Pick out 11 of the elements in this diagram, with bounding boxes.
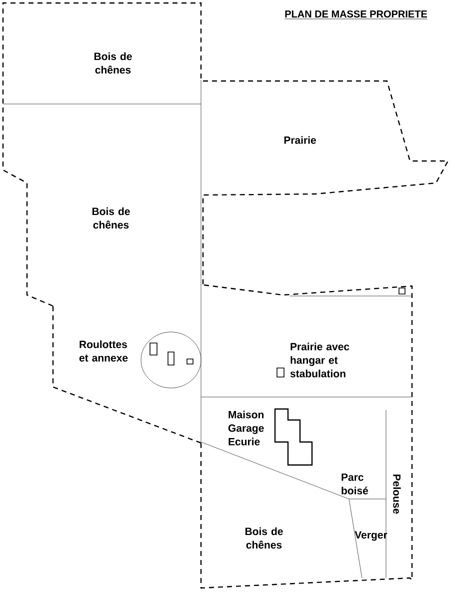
area-label: Roulottes et annexe [79,340,128,362]
area-label: Verger [354,531,388,541]
title: PLAN DE MASSE PROPRIETE [284,10,428,20]
area-label: Parc boisé [342,474,368,494]
area-label: Prairie avec hangar et stabulation [290,342,350,378]
area-label: Bois de chênes [245,527,283,549]
area-label: Maison Garage Ecurie [228,410,264,446]
area-label: Prairie [284,136,316,144]
area-label: Pelouse [393,474,401,514]
area-label: Bois de chênes [94,52,132,74]
area-label: Bois de chênes [92,207,130,229]
